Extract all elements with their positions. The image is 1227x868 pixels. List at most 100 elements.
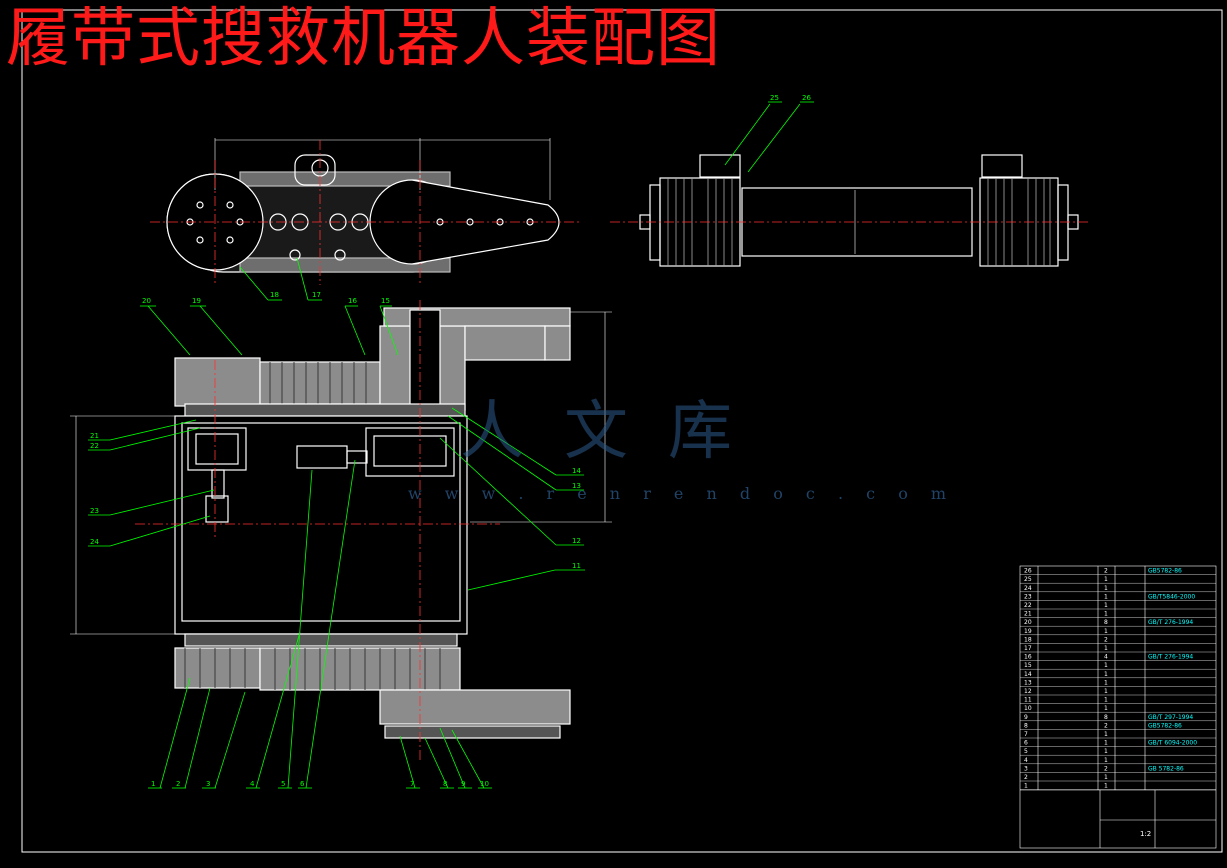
callout-9: 9 bbox=[461, 780, 465, 788]
bom-row-no: 6 bbox=[1024, 740, 1028, 747]
callout-24: 24 bbox=[90, 538, 99, 546]
bom-row-qty: 1 bbox=[1104, 783, 1108, 790]
bom-row-qty: 8 bbox=[1104, 619, 1108, 626]
front-view bbox=[639, 154, 1079, 267]
bom-row-no: 25 bbox=[1024, 576, 1032, 583]
bom-row-qty: 8 bbox=[1104, 714, 1108, 721]
title-block-scale: 1:2 bbox=[1140, 830, 1151, 838]
bom-row-std: GB5782-86 bbox=[1148, 722, 1182, 729]
bom-row-qty: 2 bbox=[1104, 722, 1108, 729]
callout-21: 21 bbox=[90, 432, 99, 440]
callout-1: 1 bbox=[151, 780, 155, 788]
bom-row-no: 8 bbox=[1024, 722, 1028, 729]
bom-row-no: 24 bbox=[1024, 585, 1032, 592]
leader-lines bbox=[88, 101, 814, 789]
side-view bbox=[166, 154, 560, 273]
bom-row-qty: 1 bbox=[1104, 679, 1108, 686]
bom-row-qty: 1 bbox=[1104, 593, 1108, 600]
bom-row-qty: 1 bbox=[1104, 662, 1108, 669]
bom-row-qty: 1 bbox=[1104, 602, 1108, 609]
callout-numbers: 1 2 3 4 5 6 7 8 9 10 11 12 13 14 15 16 1… bbox=[90, 94, 811, 788]
bom-row-qty: 1 bbox=[1104, 576, 1108, 583]
bom-table bbox=[1019, 565, 1217, 849]
bom-row-qty: 1 bbox=[1104, 731, 1108, 738]
bom-row-std: GB/T 6094-2000 bbox=[1148, 740, 1197, 747]
bom-row-no: 9 bbox=[1024, 714, 1028, 721]
callout-22: 22 bbox=[90, 442, 99, 450]
bom-row-std: GB 5782-86 bbox=[1148, 765, 1184, 772]
bom-row-qty: 1 bbox=[1104, 757, 1108, 764]
main-view bbox=[174, 307, 571, 739]
bom-row-no: 23 bbox=[1024, 593, 1032, 600]
bom-row-std: GB/T 297-1994 bbox=[1148, 714, 1193, 721]
watermark-text: 人文库 bbox=[460, 395, 772, 469]
bom-row-no: 4 bbox=[1024, 757, 1028, 764]
callout-13: 13 bbox=[572, 482, 581, 490]
callout-11: 11 bbox=[572, 562, 581, 570]
bom-row-no: 1 bbox=[1024, 783, 1028, 790]
bom-row-qty: 4 bbox=[1104, 654, 1108, 661]
bom-row-std: GB5782-86 bbox=[1148, 568, 1182, 575]
callout-19: 19 bbox=[192, 297, 201, 305]
bom-row-qty: 1 bbox=[1104, 697, 1108, 704]
bom-row-qty: 2 bbox=[1104, 636, 1108, 643]
bom-row-qty: 1 bbox=[1104, 645, 1108, 652]
callout-18: 18 bbox=[270, 291, 279, 299]
callout-15: 15 bbox=[381, 297, 390, 305]
drawing-title: 履带式搜救机器人装配图 bbox=[6, 2, 721, 76]
bom-row-qty: 1 bbox=[1104, 748, 1108, 755]
main-view-centerlines bbox=[135, 300, 500, 760]
bom-row-qty: 1 bbox=[1104, 611, 1108, 618]
bom-row-no: 14 bbox=[1024, 671, 1032, 678]
callout-12: 12 bbox=[572, 537, 581, 545]
drawing-frame bbox=[21, 9, 1223, 853]
bom-row-no: 7 bbox=[1024, 731, 1028, 738]
callout-7: 7 bbox=[410, 780, 414, 788]
main-view-dimensions bbox=[70, 311, 612, 635]
callout-17: 17 bbox=[312, 291, 321, 299]
bom-row-no: 17 bbox=[1024, 645, 1032, 652]
bom-row-no: 13 bbox=[1024, 679, 1032, 686]
bom-row-no: 16 bbox=[1024, 654, 1032, 661]
callout-3: 3 bbox=[206, 780, 210, 788]
bom-row-qty: 1 bbox=[1104, 740, 1108, 747]
bom-row-qty: 1 bbox=[1104, 688, 1108, 695]
bom-row-no: 10 bbox=[1024, 705, 1032, 712]
bom-row-qty: 1 bbox=[1104, 705, 1108, 712]
callout-16: 16 bbox=[348, 297, 357, 305]
bom-row-qty: 2 bbox=[1104, 568, 1108, 575]
callout-14: 14 bbox=[572, 467, 581, 475]
bom-row-no: 15 bbox=[1024, 662, 1032, 669]
bom-row-no: 12 bbox=[1024, 688, 1032, 695]
callout-8: 8 bbox=[443, 780, 447, 788]
callout-4: 4 bbox=[250, 780, 255, 788]
bom-row-no: 18 bbox=[1024, 636, 1032, 643]
callout-23: 23 bbox=[90, 507, 99, 515]
bom-row-std: GB/T 276-1994 bbox=[1148, 654, 1193, 661]
bom-row-no: 11 bbox=[1024, 697, 1032, 704]
bom-row-no: 20 bbox=[1024, 619, 1032, 626]
callout-10: 10 bbox=[480, 780, 489, 788]
callout-5: 5 bbox=[281, 780, 285, 788]
bom-row-no: 19 bbox=[1024, 628, 1032, 635]
callout-2: 2 bbox=[176, 780, 180, 788]
bom-row-no: 26 bbox=[1024, 568, 1032, 575]
side-view-centerlines bbox=[150, 140, 580, 285]
bom-row-no: 3 bbox=[1024, 765, 1028, 772]
callout-6: 6 bbox=[300, 780, 305, 788]
callout-26: 26 bbox=[802, 94, 811, 102]
watermark-url: w w w . r e n r e n d o c . c o m bbox=[408, 484, 956, 503]
bom-row-qty: 1 bbox=[1104, 628, 1108, 635]
bom-row-std: GB/T 276-1994 bbox=[1148, 619, 1193, 626]
bom-row-std: GB/T5846-2000 bbox=[1148, 593, 1195, 600]
bom-row-qty: 1 bbox=[1104, 671, 1108, 678]
bom-row-qty: 2 bbox=[1104, 765, 1108, 772]
bom-row-no: 5 bbox=[1024, 748, 1028, 755]
callout-25: 25 bbox=[770, 94, 779, 102]
bom-row-no: 2 bbox=[1024, 774, 1028, 781]
bom-row-no: 22 bbox=[1024, 602, 1032, 609]
bom-row-no: 21 bbox=[1024, 611, 1032, 618]
bom-row-qty: 1 bbox=[1104, 774, 1108, 781]
